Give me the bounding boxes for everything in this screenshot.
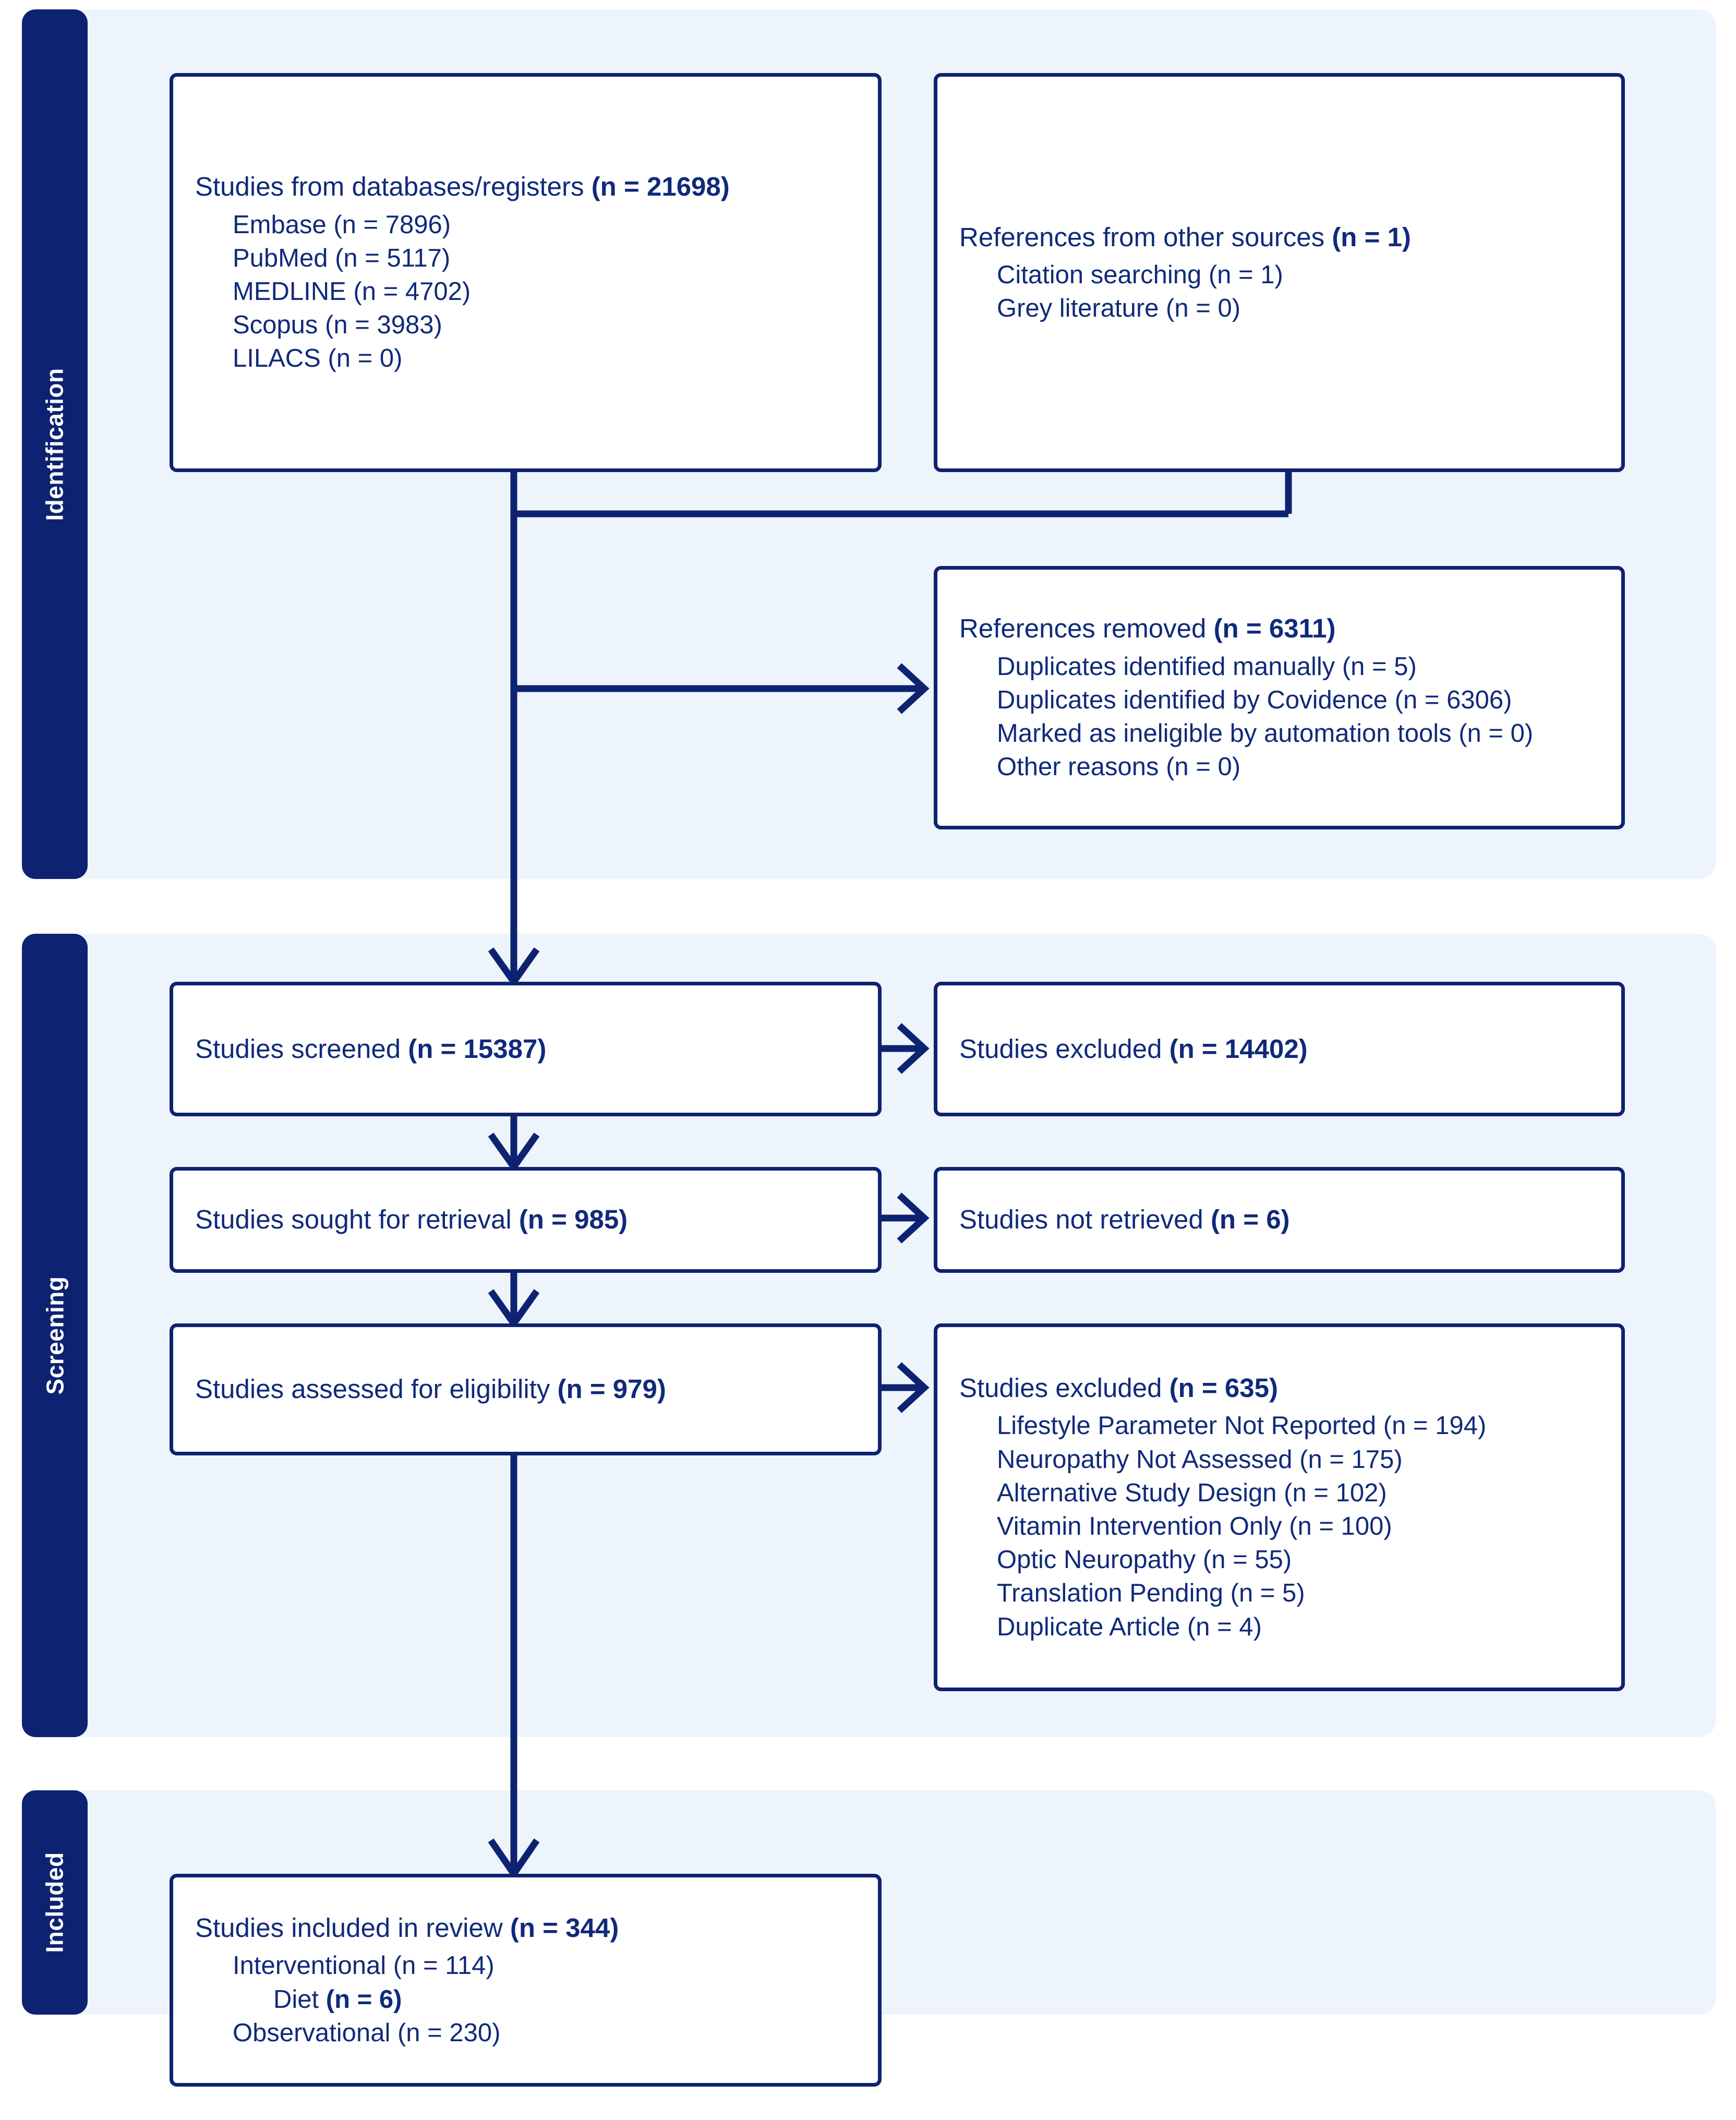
phase-label-identification: Identification — [41, 367, 69, 521]
node-references-removed-heading: References removed (n = 6311) — [959, 613, 1336, 644]
node-sought-for-retrieval: Studies sought for retrieval (n = 985) — [170, 1167, 882, 1273]
node-other-sources-heading: References from other sources (n = 1) — [959, 222, 1411, 252]
node-other-sources-list: Citation searching (n = 1) Grey literatu… — [959, 258, 1599, 325]
phase-label-screening: Screening — [41, 1276, 69, 1395]
node-studies-screened-heading: Studies screened (n = 15387) — [195, 1033, 547, 1064]
node-databases-heading: Studies from databases/registers (n = 21… — [195, 172, 730, 202]
node-references-removed: References removed (n = 6311) Duplicates… — [934, 566, 1625, 829]
list-item: Duplicate Article (n = 4) — [997, 1612, 1262, 1641]
list-item: Observational (n = 230) — [233, 2018, 501, 2047]
node-assessed-for-eligibility: Studies assessed for eligibility (n = 97… — [170, 1323, 882, 1455]
list-item: MEDLINE (n = 4702) — [233, 278, 471, 306]
node-studies-included: Studies included in review (n = 344) Int… — [170, 1874, 882, 2087]
list-item: PubMed (n = 5117) — [233, 244, 451, 272]
list-item: Grey literature (n = 0) — [997, 294, 1241, 323]
list-item: Neuropathy Not Assessed (n = 175) — [997, 1445, 1403, 1474]
phase-tab-identification: Identification — [22, 9, 88, 879]
node-other-sources: References from other sources (n = 1) Ci… — [934, 73, 1625, 472]
node-studies-excluded-eligibility-heading: Studies excluded (n = 635) — [959, 1373, 1278, 1403]
list-item: Duplicates identified manually (n = 5) — [997, 652, 1417, 681]
phase-tab-screening: Screening — [22, 934, 88, 1737]
list-item: Other reasons (n = 0) — [997, 753, 1241, 781]
list-item: Lifestyle Parameter Not Reported (n = 19… — [997, 1412, 1487, 1440]
list-item: Citation searching (n = 1) — [997, 260, 1283, 289]
list-item: Interventional (n = 114) — [233, 1952, 495, 1980]
node-studies-screened: Studies screened (n = 15387) — [170, 982, 882, 1116]
phase-label-included: Included — [41, 1852, 68, 1953]
node-studies-excluded-screening-heading: Studies excluded (n = 14402) — [959, 1033, 1308, 1064]
node-databases: Studies from databases/registers (n = 21… — [170, 73, 882, 472]
list-item: Marked as ineligible by automation tools… — [997, 719, 1534, 748]
list-item: Vitamin Intervention Only (n = 100) — [997, 1512, 1392, 1541]
node-studies-excluded-eligibility: Studies excluded (n = 635) Lifestyle Par… — [934, 1323, 1625, 1691]
node-assessed-for-eligibility-heading: Studies assessed for eligibility (n = 97… — [195, 1374, 666, 1404]
list-item: Scopus (n = 3983) — [233, 311, 442, 340]
node-not-retrieved: Studies not retrieved (n = 6) — [934, 1167, 1625, 1273]
list-item: Alternative Study Design (n = 102) — [997, 1478, 1387, 1507]
node-studies-included-heading: Studies included in review (n = 344) — [195, 1913, 619, 1943]
node-studies-excluded-screening: Studies excluded (n = 14402) — [934, 982, 1625, 1116]
phase-tab-included: Included — [22, 1790, 88, 2015]
node-references-removed-list: Duplicates identified manually (n = 5) D… — [959, 650, 1599, 784]
node-databases-list: Embase (n = 7896) PubMed (n = 5117) MEDL… — [195, 208, 856, 376]
node-not-retrieved-heading: Studies not retrieved (n = 6) — [959, 1204, 1290, 1235]
list-item: Translation Pending (n = 5) — [997, 1579, 1305, 1608]
node-sought-for-retrieval-heading: Studies sought for retrieval (n = 985) — [195, 1204, 628, 1235]
node-studies-excluded-eligibility-list: Lifestyle Parameter Not Reported (n = 19… — [959, 1409, 1599, 1643]
list-item: Duplicates identified by Covidence (n = … — [997, 685, 1512, 714]
node-studies-included-list: Interventional (n = 114) Diet (n = 6) Ob… — [195, 1949, 856, 2050]
list-item: Optic Neuropathy (n = 55) — [997, 1546, 1292, 1574]
list-item-diet: Diet (n = 6) — [273, 1985, 402, 2014]
list-item: Embase (n = 7896) — [233, 210, 451, 239]
list-item: LILACS (n = 0) — [233, 344, 403, 373]
